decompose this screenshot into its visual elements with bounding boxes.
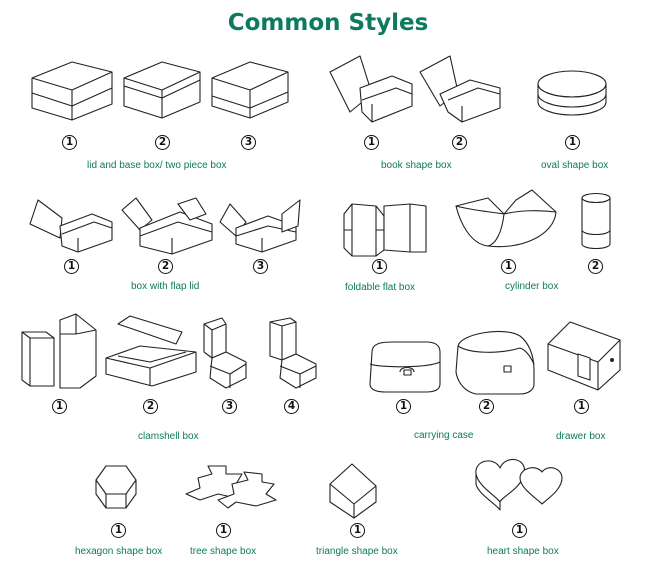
caption-heart-box: heart shape box — [487, 546, 559, 557]
number-badge: 1 — [62, 135, 77, 150]
number-badge: 1 — [512, 523, 527, 538]
clamshell-box-4-illustration — [270, 318, 316, 388]
triangle-box-illustration — [330, 464, 376, 518]
number-badge: 3 — [222, 399, 237, 414]
number-badge: 1 — [501, 259, 516, 274]
drawer-box-illustration — [548, 322, 620, 390]
number-badge: 1 — [52, 399, 67, 414]
caption-book-box: book shape box — [381, 160, 452, 171]
caption-tree-box: tree shape box — [190, 546, 256, 557]
clamshell-box-2-illustration — [106, 316, 196, 386]
cylinder-box-1-illustration — [456, 190, 556, 247]
cylinder-box-2-illustration — [582, 194, 610, 249]
number-badge: 1 — [216, 523, 231, 538]
caption-oval-box: oval shape box — [541, 160, 608, 171]
foldable-box-illustration — [344, 204, 426, 256]
caption-flap-box: box with flap lid — [131, 281, 199, 292]
number-badge: 2 — [479, 399, 494, 414]
caption-cylinder-box: cylinder box — [505, 281, 558, 292]
flap-box-1-illustration — [30, 200, 112, 252]
number-badge: 2 — [452, 135, 467, 150]
caption-drawer-box: drawer box — [556, 431, 605, 442]
number-badge: 1 — [565, 135, 580, 150]
lid-base-box-1-illustration — [32, 62, 112, 120]
number-badge: 1 — [372, 259, 387, 274]
lid-base-box-3-illustration — [212, 62, 288, 118]
caption-lid-base-box: lid and base box/ two piece box — [87, 160, 227, 171]
hexagon-box-illustration — [96, 466, 136, 508]
number-badge: 3 — [241, 135, 256, 150]
heart-box-illustration — [476, 459, 562, 510]
caption-triangle-box: triangle shape box — [316, 546, 398, 557]
number-badge: 1 — [396, 399, 411, 414]
number-badge: 1 — [111, 523, 126, 538]
number-badge: 2 — [588, 259, 603, 274]
number-badge: 1 — [350, 523, 365, 538]
number-badge: 1 — [364, 135, 379, 150]
carrying-case-1-illustration — [370, 342, 440, 392]
clamshell-box-1-illustration — [22, 314, 96, 388]
flap-box-2-illustration — [122, 198, 212, 254]
book-box-1-illustration — [330, 56, 412, 122]
number-badge: 4 — [284, 399, 299, 414]
number-badge: 3 — [253, 259, 268, 274]
flap-box-3-illustration — [220, 200, 300, 252]
number-badge: 2 — [158, 259, 173, 274]
number-badge: 1 — [64, 259, 79, 274]
book-box-2-illustration — [420, 56, 500, 122]
tree-box-illustration — [186, 466, 276, 508]
number-badge: 2 — [155, 135, 170, 150]
caption-carrying-case: carrying case — [414, 430, 473, 441]
carrying-case-2-illustration — [456, 331, 534, 394]
number-badge: 1 — [574, 399, 589, 414]
caption-foldable-box: foldable flat box — [345, 282, 415, 293]
lid-base-box-2-illustration — [124, 62, 200, 118]
caption-clamshell-box: clamshell box — [138, 431, 199, 442]
caption-hexagon-box: hexagon shape box — [75, 546, 162, 557]
oval-box-illustration — [538, 71, 606, 115]
number-badge: 2 — [143, 399, 158, 414]
clamshell-box-3-illustration — [204, 318, 246, 388]
